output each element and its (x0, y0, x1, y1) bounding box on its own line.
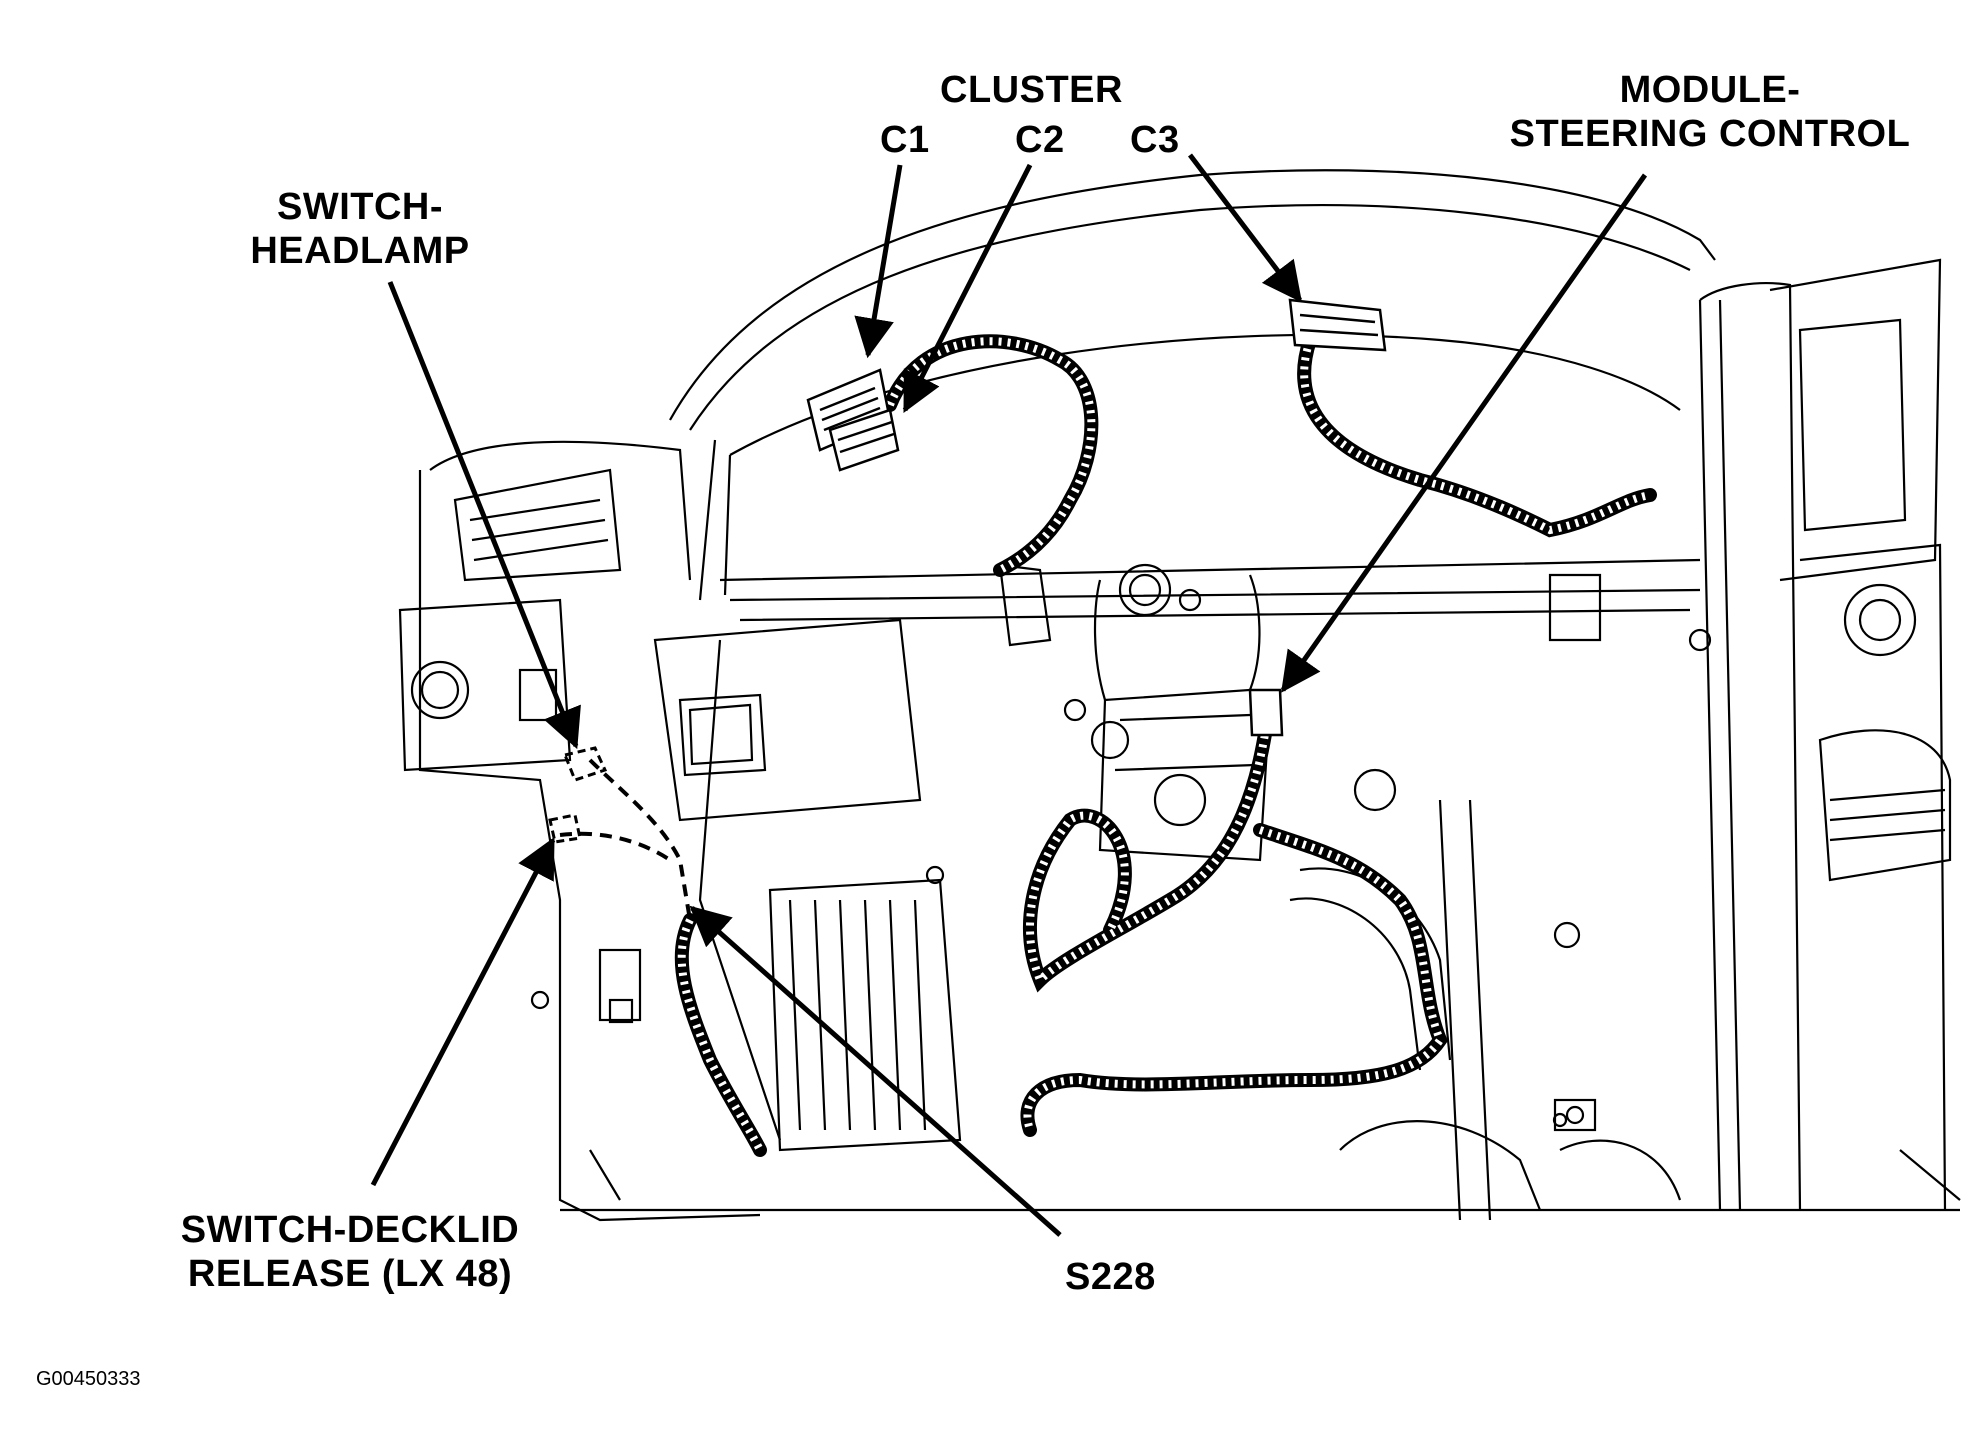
arrow-s228 (689, 905, 1062, 1237)
label-c2: C2 (1015, 119, 1065, 161)
wire-harness (559, 333, 1657, 1157)
arrow-headlamp (387, 281, 581, 750)
arrow-decklid (370, 837, 556, 1187)
connector-c3 (1288, 298, 1387, 352)
label-decklid-switch: SWITCH-DECKLID RELEASE (LX 48) (160, 1208, 540, 1296)
label-splice-s228: S228 (1065, 1256, 1156, 1298)
connector-decklid-switch (548, 813, 582, 844)
label-headlamp-line2: HEADLAMP (250, 230, 470, 272)
label-module-line2: STEERING CONTROL (1509, 113, 1911, 155)
label-c1: C1 (880, 119, 930, 161)
arrow-c3 (1188, 153, 1303, 303)
connector-headlamp-switch (562, 746, 608, 782)
arrow-module-steering (1280, 173, 1648, 693)
label-c3: C3 (1130, 119, 1180, 161)
arrow-c1 (854, 164, 903, 359)
label-headlamp-switch: SWITCH- HEADLAMP (230, 185, 490, 273)
label-decklid-line1: SWITCH-DECKLID (180, 1209, 520, 1251)
label-module-line1: MODULE- (1619, 69, 1801, 111)
connector-steering-module (1248, 688, 1284, 737)
dashboard-outline (398, 169, 1961, 1222)
label-cluster: CLUSTER (940, 69, 1123, 111)
figure-id: G00450333 (36, 1368, 141, 1390)
label-headlamp-line1: SWITCH- (276, 186, 444, 228)
arrow-c2 (902, 163, 1033, 413)
callout-arrows (370, 153, 1648, 1237)
label-decklid-line2: RELEASE (LX 48) (187, 1253, 513, 1295)
label-module-steering: MODULE- STEERING CONTROL (1490, 68, 1930, 156)
connector-c2 (828, 408, 900, 472)
